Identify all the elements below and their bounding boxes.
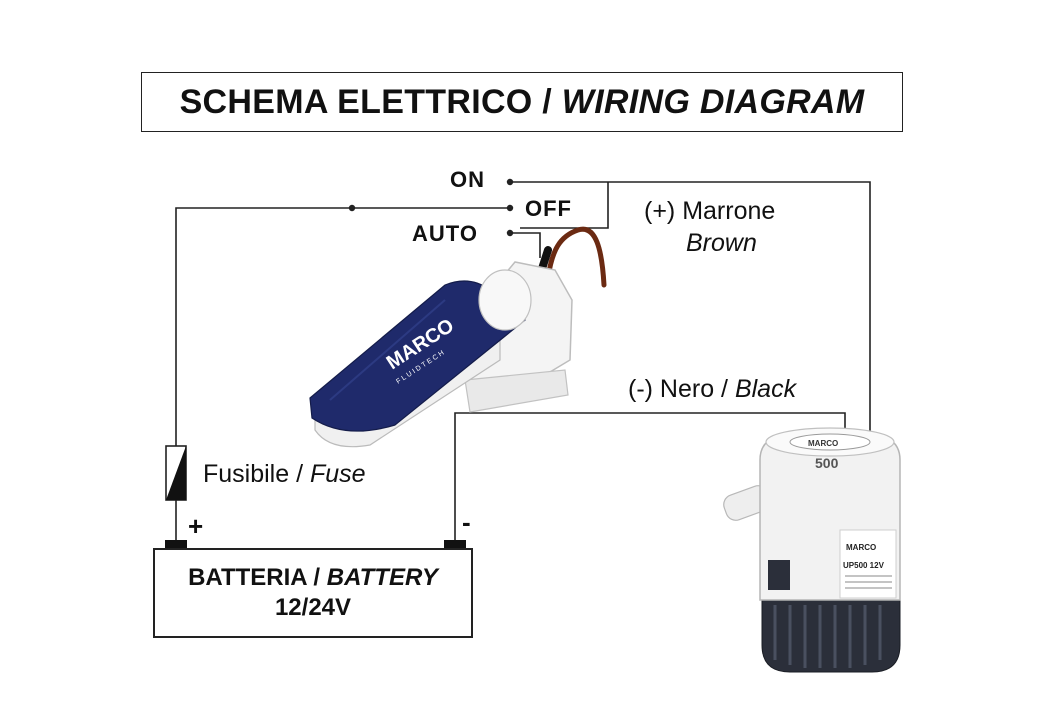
- on-to-pump-wire: [510, 181, 871, 432]
- battery-negative-terminal: [444, 540, 466, 549]
- negative-wire-label-italian: (-) Nero /: [628, 375, 728, 403]
- auto-to-float-wire: [510, 232, 541, 258]
- fuse-symbol: [165, 445, 187, 501]
- float-switch-cable: [545, 226, 607, 288]
- battery-plus-symbol: +: [188, 511, 204, 541]
- fuse-label-english: Fuse: [310, 460, 366, 488]
- switch-off-label: OFF: [525, 196, 572, 221]
- float-switch: MARCO FLUIDTECH: [309, 261, 573, 448]
- diagram-title: SCHEMA ELETTRICO / WIRING DIAGRAM: [141, 72, 903, 132]
- junction-dot: [348, 204, 356, 212]
- battery-minus-symbol: -: [462, 507, 471, 537]
- fuse-label-italian: Fusibile /: [203, 460, 304, 488]
- title-italian: SCHEMA ELETTRICO /: [179, 82, 553, 121]
- battery-name-italian: BATTERIA /: [188, 564, 321, 591]
- off-terminal: [506, 204, 514, 212]
- pump-label-brand: MARCO: [846, 543, 876, 552]
- battery-positive-terminal: [165, 540, 187, 549]
- switch-auto-label: AUTO: [412, 221, 478, 246]
- battery-name: BATTERIA / BATTERY: [188, 563, 438, 593]
- pump-top-brand: MARCO: [808, 439, 838, 448]
- pump-model: UP500 12V: [843, 561, 885, 570]
- bilge-pump: MARCO 500 MARCO UP500 12V: [723, 427, 901, 673]
- battery-name-english: BATTERY: [326, 564, 438, 591]
- pump-capacity: 500: [815, 455, 839, 471]
- auto-terminal: [506, 229, 514, 237]
- negative-wire: [454, 412, 846, 540]
- switch-on-label: ON: [450, 167, 485, 192]
- positive-wire-label: (+) Marrone: [644, 197, 776, 225]
- title-english: WIRING DIAGRAM: [561, 82, 865, 121]
- battery-voltage: 12/24V: [274, 594, 352, 621]
- positive-wire-label-english: Brown: [686, 229, 757, 257]
- battery: BATTERIA / BATTERY 12/24V: [153, 548, 473, 638]
- fuse-label: Fusibile / Fuse: [203, 460, 366, 489]
- negative-wire-label-english: Black: [734, 375, 797, 403]
- negative-wire-label: (-) Nero / Black: [628, 375, 796, 404]
- switch-common-wire: [520, 182, 609, 229]
- on-terminal: [506, 178, 514, 186]
